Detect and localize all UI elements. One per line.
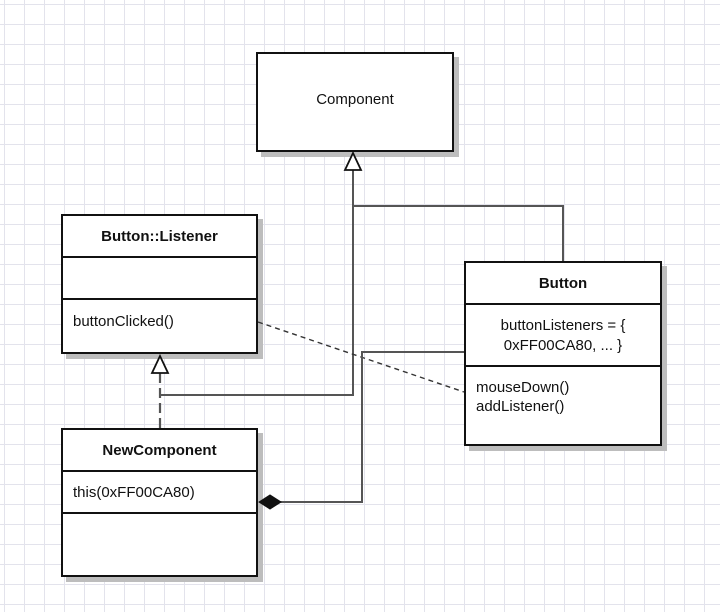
class-button-listener-attributes [63, 258, 256, 300]
attribute-button-listeners-line-2: 0xFF00CA80, ... } [503, 337, 623, 354]
class-button-operations: mouseDown() addListener() [466, 367, 660, 444]
class-button-listener-operations: buttonClicked() [63, 300, 256, 352]
class-button[interactable]: Button buttonListeners = { 0xFF00CA80, .… [464, 261, 662, 446]
class-button-name-text: Button [538, 274, 588, 292]
composition-button-newcomponent [280, 351, 464, 503]
composition-diamond-icon [258, 494, 282, 510]
realization-arrowhead-icon [150, 353, 170, 374]
generalization-button-component [352, 170, 564, 261]
class-component-name-text: Component [316, 90, 394, 108]
class-button-attributes: buttonListeners = { 0xFF00CA80, ... } [466, 305, 660, 367]
generalization-arrowhead-icon [343, 150, 363, 171]
operation-button-clicked: buttonClicked() [73, 313, 174, 330]
class-button-listener-name-text: Button::Listener [101, 227, 218, 245]
class-button-listener-name: Button::Listener [63, 216, 256, 258]
operation-add-listener: addListener() [476, 398, 565, 415]
class-button-name: Button [466, 263, 660, 305]
class-component[interactable]: Component [256, 52, 454, 152]
class-new-component-attributes: this(0xFF00CA80) [63, 472, 256, 514]
attribute-this: this(0xFF00CA80) [73, 484, 195, 501]
attribute-button-listeners-line-1: buttonListeners = { [500, 317, 626, 334]
class-new-component-name: NewComponent [63, 430, 256, 472]
class-new-component[interactable]: NewComponent this(0xFF00CA80) [61, 428, 258, 577]
class-component-name: Component [258, 54, 452, 150]
generalization-newcomponent-component [160, 170, 354, 396]
operation-mouse-down: mouseDown() [476, 379, 570, 396]
class-new-component-name-text: NewComponent [102, 441, 217, 459]
class-button-listener[interactable]: Button::Listener buttonClicked() [61, 214, 258, 354]
